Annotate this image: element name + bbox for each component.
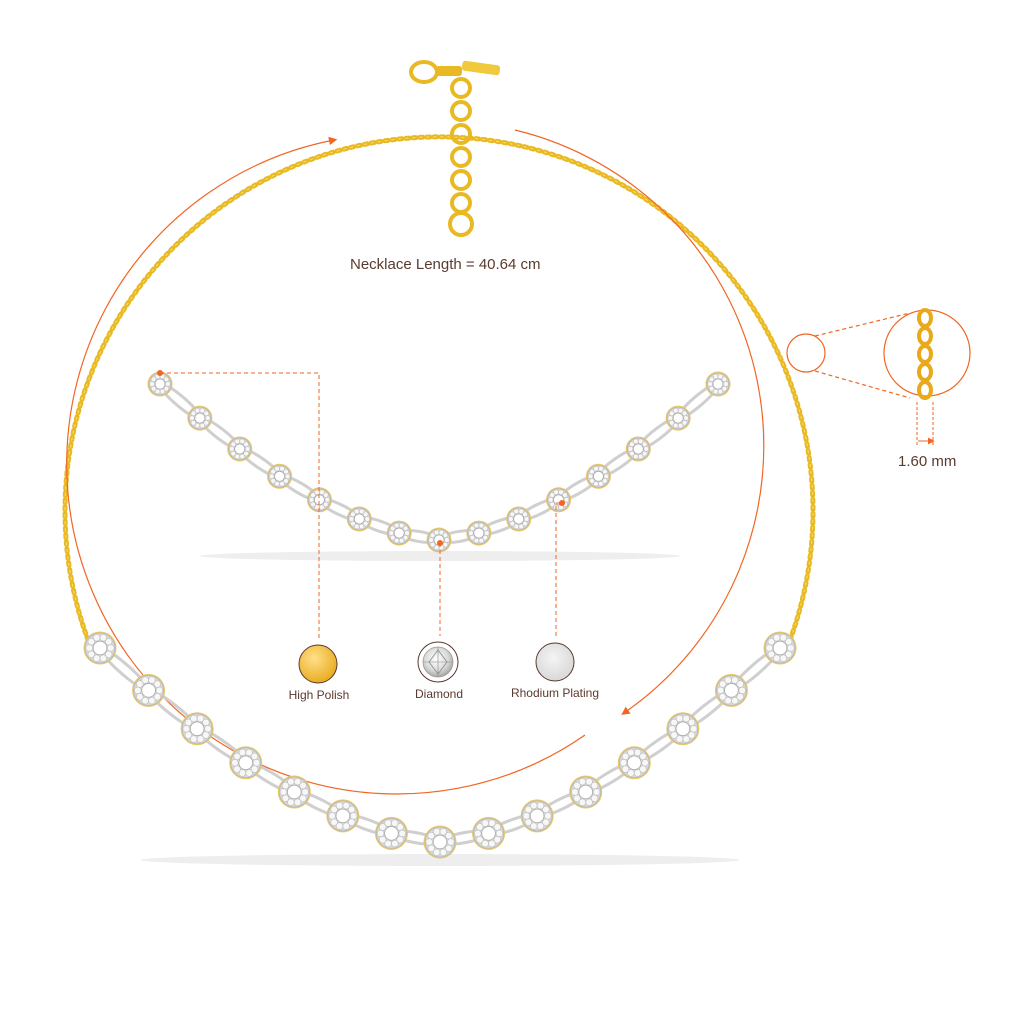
diamond-cluster <box>423 825 457 859</box>
diamond-cluster <box>506 506 532 532</box>
necklace-length-label: Necklace Length = 40.64 cm <box>350 256 541 273</box>
chain-zoom-detail <box>786 308 971 446</box>
diamond-cluster <box>374 816 408 850</box>
diamond-cluster <box>180 712 214 746</box>
material-leader-lines <box>157 370 565 638</box>
diamond-cluster <box>346 506 372 532</box>
diamond-cluster <box>386 520 412 546</box>
diamond-cluster <box>617 746 651 780</box>
diamond-cluster <box>83 631 117 665</box>
material-label-high-polish: High Polish <box>288 688 350 702</box>
diamond-cluster <box>229 746 263 780</box>
diamond-cluster <box>267 463 293 489</box>
diamond-cluster <box>466 520 492 546</box>
diamond-cluster <box>665 405 691 431</box>
diamond-cluster <box>666 712 700 746</box>
diamond-cluster <box>277 775 311 809</box>
material-label-rhodium-plating: Rhodium Plating <box>510 686 600 700</box>
diamond-cluster <box>714 673 748 707</box>
diamond-cluster <box>763 631 797 665</box>
diamond-cluster <box>625 436 651 462</box>
length-arrows <box>66 129 765 795</box>
gold-swatch-icon <box>298 644 338 684</box>
diamond-cluster <box>187 405 213 431</box>
chain-width-label: 1.60 mm <box>898 453 957 470</box>
zoomed-chain-links <box>917 308 933 400</box>
diamond-cluster <box>472 816 506 850</box>
diamond-cluster <box>326 799 360 833</box>
width-dimension <box>916 402 935 446</box>
diamond-cluster <box>147 371 173 397</box>
diamond-cluster <box>426 527 452 553</box>
clasp-extender <box>409 60 501 237</box>
material-label-diamond: Diamond <box>414 687 464 701</box>
rhodium-swatch-icon <box>535 642 575 682</box>
diamond-cluster <box>227 436 253 462</box>
diamond-cluster <box>520 799 554 833</box>
gold-chain <box>62 134 816 643</box>
diamond-cluster <box>546 487 572 513</box>
diamond-cluster <box>132 673 166 707</box>
diamond-cluster <box>585 463 611 489</box>
diamond-cluster <box>569 775 603 809</box>
diamond-icon <box>417 641 459 683</box>
diamond-cluster <box>705 371 731 397</box>
outer-diamond-necklace <box>83 631 797 866</box>
inner-diamond-necklace <box>147 371 731 561</box>
